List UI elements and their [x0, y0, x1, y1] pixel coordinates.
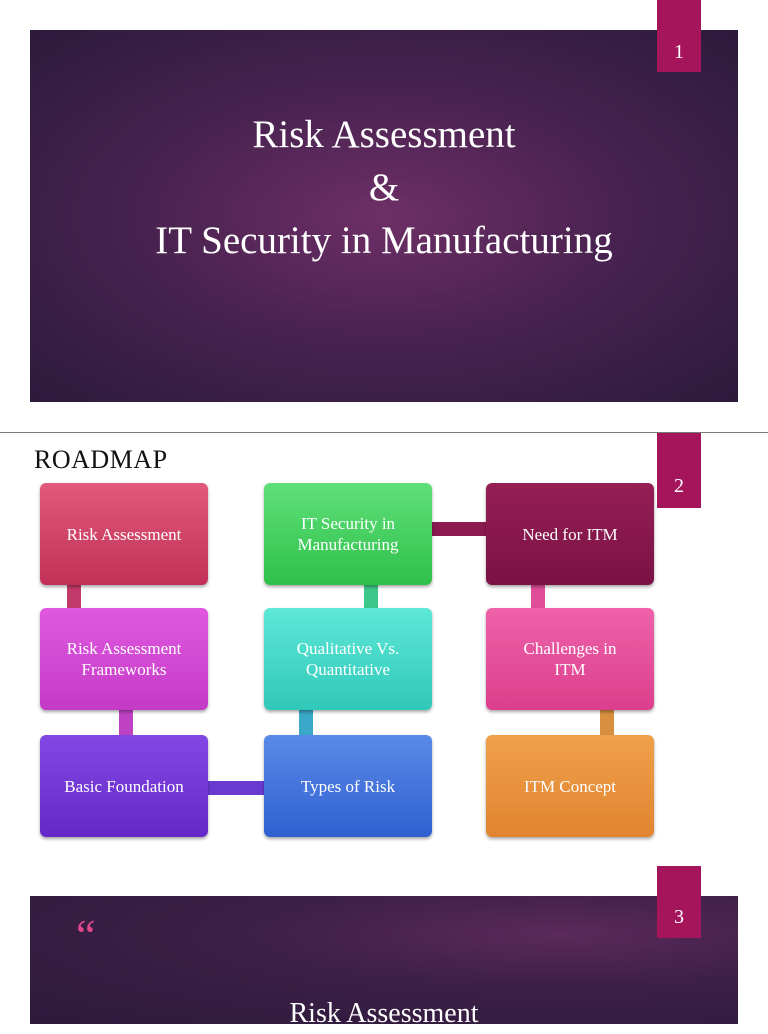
title-line-1: Risk Assessment — [252, 113, 516, 156]
connector-frameworks-basic-foundation — [119, 708, 133, 736]
node-risk-assessment-frameworks: Risk Assessment Frameworks — [40, 608, 208, 710]
slide-3-background — [30, 896, 738, 1024]
slide-2-page-number: 2 — [657, 433, 701, 508]
connector-qualitative-types-of-risk — [299, 708, 313, 736]
node-basic-foundation: Basic Foundation — [40, 735, 208, 837]
node-types-of-risk: Types of Risk — [264, 735, 432, 837]
connector-basic-foundation-types-of-risk — [207, 781, 265, 795]
slide-3: 3 “ Risk Assessment — [0, 866, 768, 1029]
connector-need-challenges — [531, 583, 545, 611]
node-qualitative-vs-quantitative: Qualitative Vs. Quantitative — [264, 608, 432, 710]
slide-3-page-number: 3 — [657, 866, 701, 938]
slide-1: 1 Risk Assessment & IT Security in Manuf… — [0, 0, 768, 425]
connector-risk-assessment-frameworks — [67, 583, 81, 611]
quote-mark-icon: “ — [76, 911, 96, 960]
slide-1-title: Risk Assessment & IT Security in Manufac… — [30, 108, 738, 267]
title-line-2: & — [368, 166, 400, 209]
node-risk-assessment: Risk Assessment — [40, 483, 208, 585]
slide-2: ROADMAP 2 Risk Assessment IT Security in… — [0, 433, 768, 863]
connector-itsecurity-qualitative — [364, 583, 378, 611]
node-challenges-in-itm: Challenges in ITM — [486, 608, 654, 710]
title-line-3: IT Security in Manufacturing — [155, 219, 613, 262]
node-itm-concept: ITM Concept — [486, 735, 654, 837]
slide-1-page-number: 1 — [657, 0, 701, 72]
roadmap-heading: ROADMAP — [34, 445, 168, 474]
slide-separator — [0, 432, 768, 433]
connector-challenges-itm-concept — [600, 708, 614, 736]
connector-itsecurity-need-for-itm — [430, 522, 488, 536]
slide-1-background — [30, 30, 738, 402]
slide-3-title: Risk Assessment — [289, 998, 479, 1029]
node-it-security-in-manufacturing: IT Security in Manufacturing — [264, 483, 432, 585]
node-need-for-itm: Need for ITM — [486, 483, 654, 585]
